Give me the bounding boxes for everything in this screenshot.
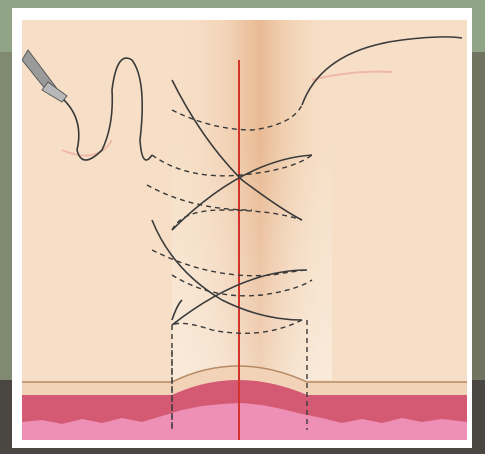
- wound-highlight: [172, 140, 332, 380]
- suture-illustration: [22, 20, 467, 440]
